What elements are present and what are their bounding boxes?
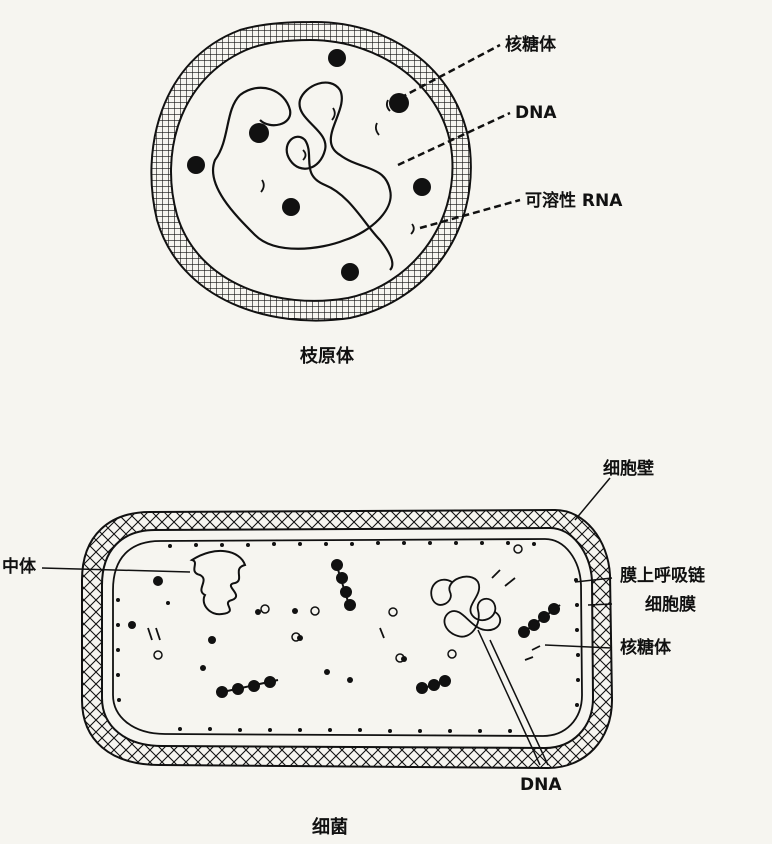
soluble-rna-leader-line (420, 200, 520, 228)
mycoplasma-ribosome (341, 263, 359, 281)
cell-wall-leader-line (575, 478, 610, 520)
label-ribosome: 核糖体 (505, 34, 557, 55)
bacterium-cell-wall (82, 510, 612, 768)
mycoplasma-caption: 枝原体 (299, 345, 355, 367)
bacterium-granules (128, 576, 407, 683)
label-mesosome: 中体 (2, 556, 37, 577)
label-respiratory-chain: 膜上呼吸链 (620, 565, 706, 586)
bacterium-cell-membrane (113, 539, 582, 736)
label-cell-membrane: 细胞膜 (645, 594, 696, 615)
label-cell-wall: 细胞壁 (603, 458, 654, 479)
bacterium-dna-loops (431, 577, 500, 637)
dna-leader-line (478, 630, 540, 765)
respiratory-chain-dots (116, 541, 580, 733)
polysome-chains (217, 560, 560, 697)
label-soluble-rna: 可溶性 RNA (525, 190, 623, 211)
mycoplasma-ribosome (413, 178, 431, 196)
mycoplasma-ribosome (249, 123, 269, 143)
dna-leader-line (490, 640, 548, 765)
mycoplasma-ribosome (328, 49, 346, 67)
bacterium-caption: 细菌 (312, 816, 348, 838)
mycoplasma-figure: 核糖体 DNA 可溶性 RNA 枝原体 (151, 22, 623, 367)
mycoplasma-ribosome (282, 198, 300, 216)
bacterium-figure: 细胞壁 中体 膜上呼吸链 细胞膜 核糖体 DNA 细菌 (2, 458, 706, 838)
mycoplasma-dna-strand (213, 83, 392, 270)
mycoplasma-soluble-rna (261, 100, 414, 234)
cell-membrane-leader-line (588, 604, 612, 605)
mesosome (192, 551, 245, 614)
label-dna: DNA (520, 775, 562, 795)
mycoplasma-ribosome (187, 156, 205, 174)
label-dna: DNA (515, 103, 557, 123)
label-ribosome: 核糖体 (620, 637, 672, 658)
